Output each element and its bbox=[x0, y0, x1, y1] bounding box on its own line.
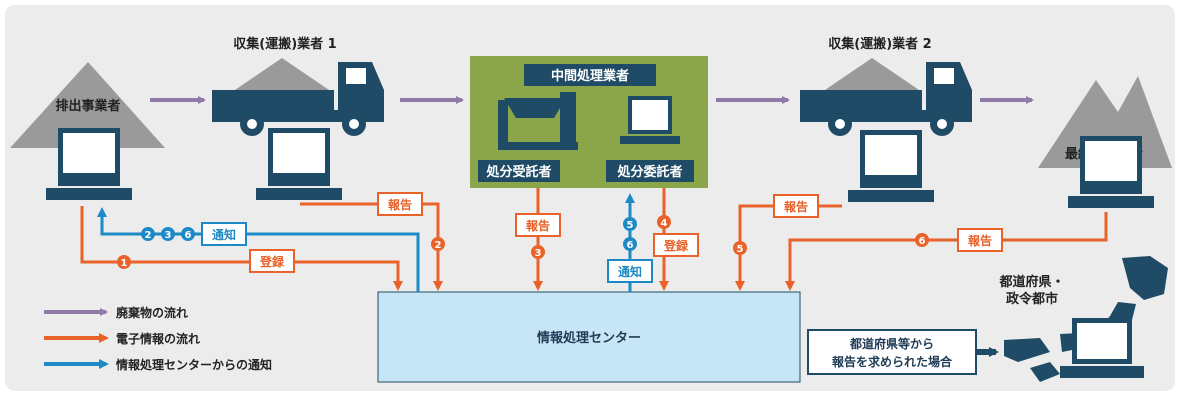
disposal-receiver-label: 処分受託者 bbox=[485, 164, 551, 180]
step-badge-2-num: 2 bbox=[435, 240, 442, 251]
step-badge-5-num: 5 bbox=[737, 244, 744, 255]
notify-label-box-consigner bbox=[607, 259, 653, 283]
legend-notify-label: 情報処理センターからの通知 bbox=[116, 357, 272, 372]
collector1-computer-icon bbox=[256, 128, 342, 200]
center-box bbox=[377, 291, 801, 383]
notify-badge-5 bbox=[623, 217, 637, 231]
report-label-5: 報告 bbox=[784, 199, 808, 214]
collector2-cargo bbox=[822, 58, 922, 92]
step-badge-6-num: 6 bbox=[919, 236, 926, 247]
prefecture-node: 都道府県・ 政令都市 bbox=[998, 256, 1168, 382]
report-arrow-2 bbox=[300, 202, 443, 291]
prefecture-computer-icon bbox=[1060, 318, 1144, 378]
disposal-receiver-box bbox=[478, 160, 560, 182]
truck-2-icon bbox=[800, 62, 972, 136]
truck-1-icon bbox=[212, 62, 384, 136]
step-badge-2 bbox=[431, 237, 445, 251]
notify-badge-6b bbox=[623, 237, 637, 251]
processing-plant-icon bbox=[498, 92, 578, 150]
step-badge-6 bbox=[915, 233, 929, 247]
intermediate-title-box bbox=[524, 64, 656, 86]
step-badge-3-num: 3 bbox=[535, 248, 542, 259]
discharger-computer-icon bbox=[46, 128, 132, 200]
notify-badge-6 bbox=[181, 227, 195, 241]
prefecture-label-1: 都道府県・ bbox=[998, 274, 1064, 290]
notify-badge-6-num: 6 bbox=[185, 230, 192, 241]
report-label-box-3 bbox=[515, 213, 561, 237]
collector2-computer-icon bbox=[848, 130, 934, 202]
notify-badge-2 bbox=[141, 227, 155, 241]
disposal-consigner-label: 処分委託者 bbox=[616, 164, 682, 180]
collector1-label: 収集(運搬)業者 1 bbox=[233, 36, 336, 52]
register-arrow-1 bbox=[80, 206, 403, 291]
step-badge-1 bbox=[117, 255, 131, 269]
report-label-box-6 bbox=[957, 228, 1003, 252]
step-badge-5 bbox=[733, 241, 747, 255]
final-disposal-node: 最終処分業者 bbox=[1038, 76, 1172, 208]
prefecture-request-line2: 報告を求められた場合 bbox=[832, 354, 953, 369]
discharger-mound bbox=[10, 62, 165, 148]
discharger-label: 排出事業者 bbox=[55, 98, 120, 114]
notify-badge-2-num: 2 bbox=[145, 230, 152, 241]
prefecture-request: 都道府県等から 報告を求められた場合 bbox=[807, 329, 999, 375]
step-badge-4 bbox=[657, 215, 671, 229]
notify-label-box-discharger bbox=[201, 222, 247, 246]
notify-arrow-discharger bbox=[97, 207, 420, 292]
step-badge-1-num: 1 bbox=[121, 258, 128, 269]
register-label-4: 登録 bbox=[663, 238, 689, 253]
prefecture-request-line1: 都道府県等から bbox=[849, 336, 934, 351]
report-label-6: 報告 bbox=[968, 233, 992, 248]
legend-electronic-label: 電子情報の流れ bbox=[116, 331, 200, 346]
collector2-label: 収集(運搬)業者 2 bbox=[828, 36, 931, 52]
report-arrow-6 bbox=[785, 212, 1108, 291]
collector2-node: 収集(運搬)業者 2 bbox=[800, 36, 972, 202]
notify-badge-3-num: 3 bbox=[165, 230, 172, 241]
disposal-consigner-box bbox=[606, 160, 694, 182]
discharger-node: 排出事業者 bbox=[10, 62, 165, 200]
legend-waste-label: 廃棄物の流れ bbox=[116, 305, 188, 320]
notify-badge-6b-num: 6 bbox=[627, 240, 634, 251]
intermediate-node: 中間処理業者 処分受託者 処分委託者 bbox=[470, 56, 708, 188]
intermediate-label: 中間処理業者 bbox=[551, 68, 629, 84]
report-label-3: 報告 bbox=[526, 218, 550, 233]
step-badge-3 bbox=[531, 245, 545, 259]
intermediate-computer-icon bbox=[620, 96, 680, 144]
report-label-box-2 bbox=[377, 192, 423, 216]
final-disposal-computer-icon bbox=[1068, 136, 1154, 208]
step-badge-4-num: 4 bbox=[661, 218, 668, 229]
register-label-1: 登録 bbox=[259, 254, 285, 269]
notify-label-consigner: 通知 bbox=[618, 264, 642, 279]
prefecture-label-2: 政令都市 bbox=[1006, 291, 1058, 307]
notify-badge-3 bbox=[161, 227, 175, 241]
notify-label-discharger: 通知 bbox=[212, 227, 236, 242]
collector1-node: 収集(運搬)業者 1 bbox=[212, 36, 384, 200]
report-label-box-5 bbox=[773, 194, 819, 218]
notify-badge-5-num: 5 bbox=[627, 220, 634, 231]
register-label-box-1 bbox=[249, 249, 295, 273]
report-label-2: 報告 bbox=[388, 197, 412, 212]
collector1-cargo bbox=[232, 58, 332, 92]
legend: 廃棄物の流れ 電子情報の流れ 情報処理センターからの通知 bbox=[44, 305, 272, 372]
register-label-box-4 bbox=[653, 233, 699, 257]
center-label: 情報処理センター bbox=[537, 330, 641, 346]
